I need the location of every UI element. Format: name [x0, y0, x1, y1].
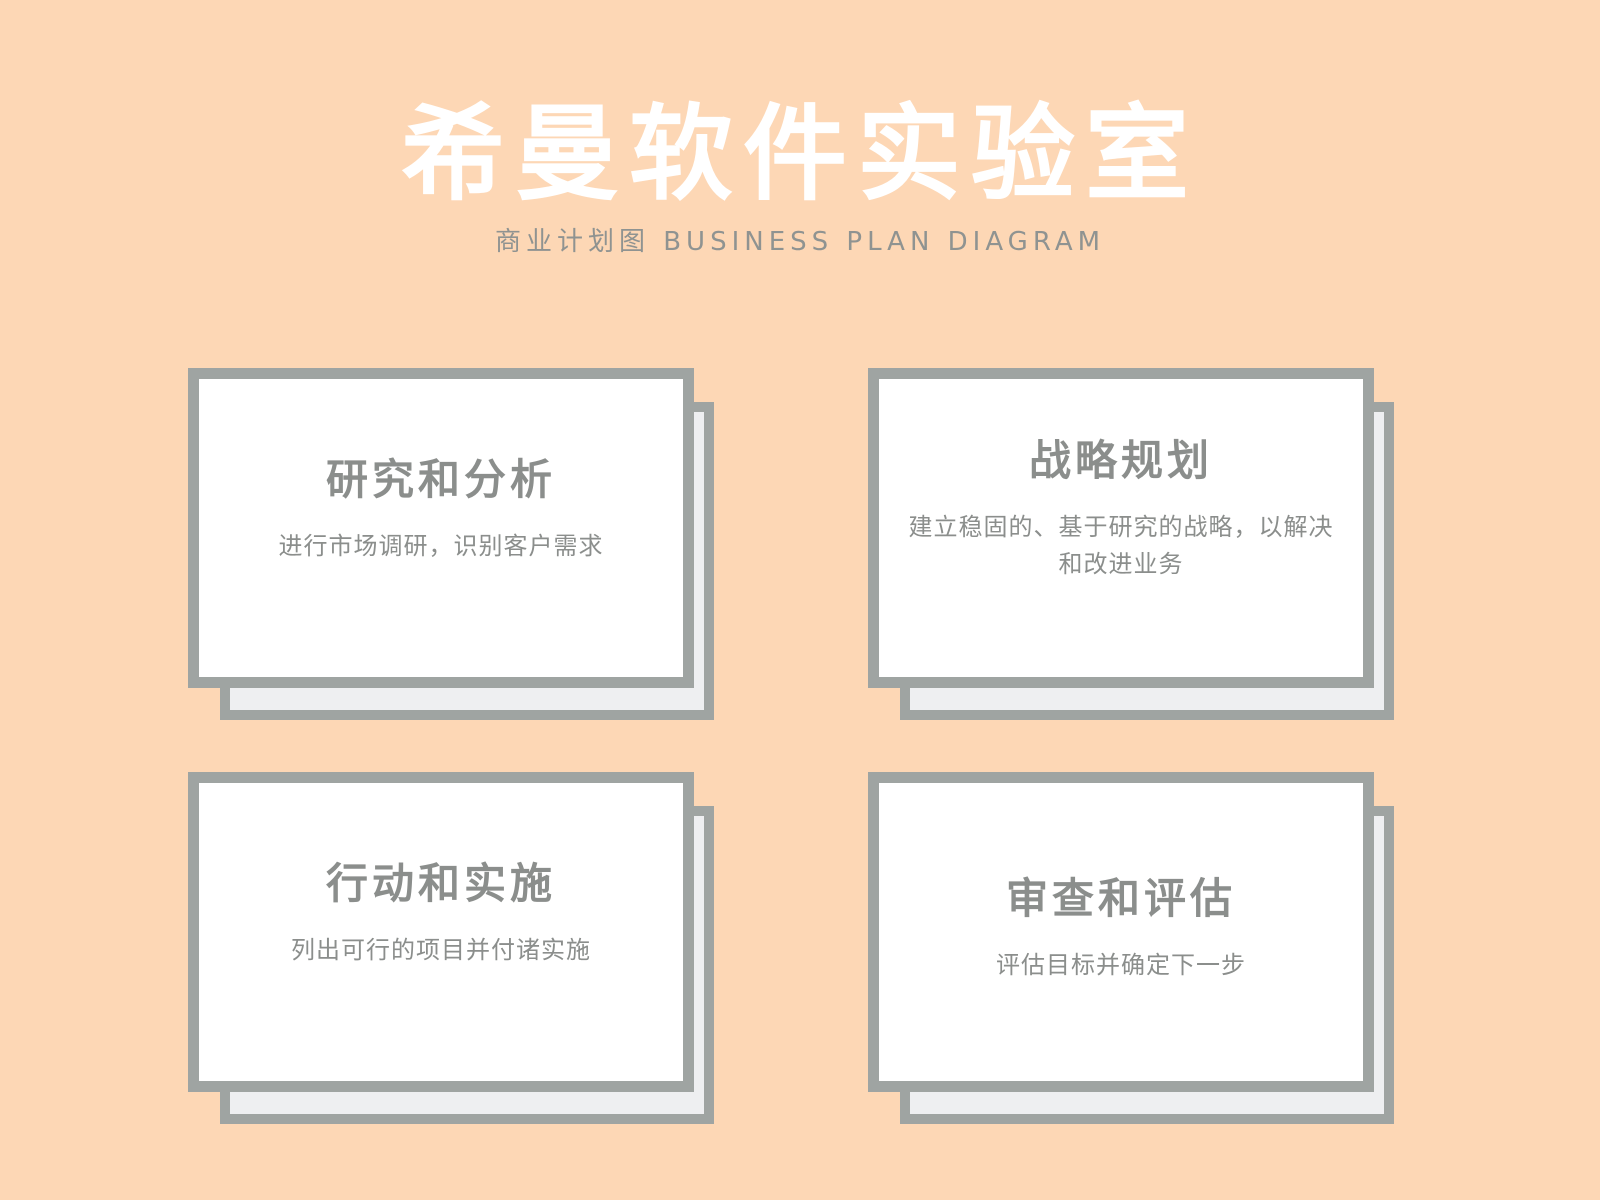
card-face: 战略规划 建立稳固的、基于研究的战略，以解决和改进业务	[868, 368, 1374, 688]
card-description: 进行市场调研，识别客户需求	[278, 531, 604, 560]
card-action-implementation: 行动和实施 列出可行的项目并付诸实施	[188, 772, 714, 1124]
card-title: 行动和实施	[325, 858, 556, 908]
card-title: 审查和评估	[1005, 873, 1236, 923]
page-title: 希曼软件实验室	[400, 93, 1199, 215]
card-face: 行动和实施 列出可行的项目并付诸实施	[188, 772, 694, 1092]
card-review-evaluation: 审查和评估 评估目标并确定下一步	[868, 772, 1394, 1124]
card-description: 建立稳固的、基于研究的战略，以解决和改进业务	[908, 513, 1334, 578]
card-face: 审查和评估 评估目标并确定下一步	[868, 772, 1374, 1092]
card-description: 评估目标并确定下一步	[996, 950, 1246, 979]
card-title: 战略规划	[1028, 436, 1213, 485]
card-research-analysis: 研究和分析 进行市场调研，识别客户需求	[188, 368, 714, 720]
card-title: 研究和分析	[325, 454, 556, 504]
card-strategic-planning: 战略规划 建立稳固的、基于研究的战略，以解决和改进业务	[868, 368, 1394, 720]
page-subtitle: 商业计划图 BUSINESS PLAN DIAGRAM	[494, 227, 1106, 257]
card-description: 列出可行的项目并付诸实施	[291, 935, 591, 964]
card-face: 研究和分析 进行市场调研，识别客户需求	[188, 368, 694, 688]
